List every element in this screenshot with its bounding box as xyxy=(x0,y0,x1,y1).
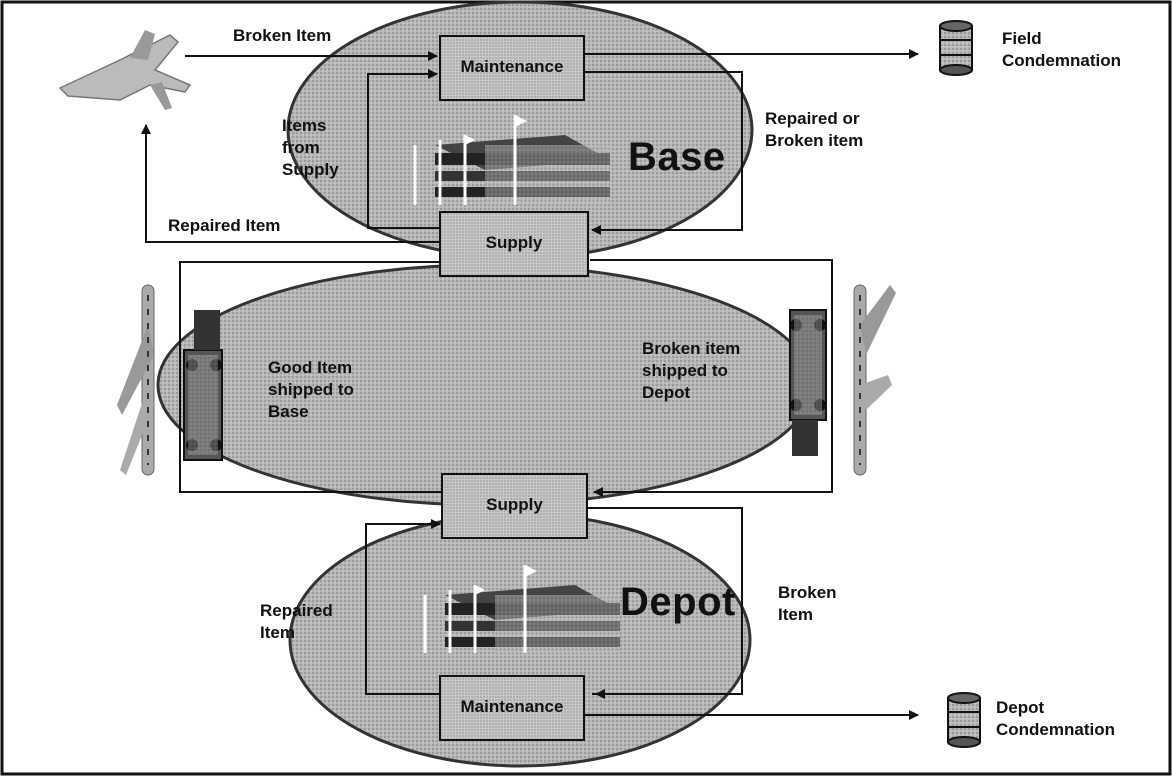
base-maintenance-label: Maintenance xyxy=(440,56,584,78)
truck-icon xyxy=(790,310,826,456)
base-supply-label: Supply xyxy=(440,232,588,254)
field-condemnation-label: Field Condemnation xyxy=(1002,28,1121,72)
drum-icon xyxy=(940,21,972,75)
cargo-plane-icon xyxy=(117,285,154,475)
items-from-supply-label: Items from Supply xyxy=(282,115,339,181)
aircraft-icon xyxy=(60,30,190,110)
repaired-or-broken-label: Repaired or Broken item xyxy=(765,108,863,152)
depot-condemnation-label: Depot Condemnation xyxy=(996,697,1115,741)
depot-supply-label: Supply xyxy=(442,494,587,516)
broken-item-label: Broken Item xyxy=(233,25,331,47)
depot-title: Depot xyxy=(620,580,736,624)
depot-maintenance-label: Maintenance xyxy=(440,696,584,718)
depot-broken-item-label: Broken Item xyxy=(778,582,837,626)
base-title: Base xyxy=(628,135,726,179)
depot-repaired-item-label: Repaired Item xyxy=(260,600,333,644)
good-item-label: Good Item shipped to Base xyxy=(268,357,354,423)
broken-item-depot-label: Broken item shipped to Depot xyxy=(642,338,740,404)
cargo-plane-icon xyxy=(854,285,896,475)
drum-icon xyxy=(948,693,980,747)
repaired-item-label: Repaired Item xyxy=(168,215,280,237)
